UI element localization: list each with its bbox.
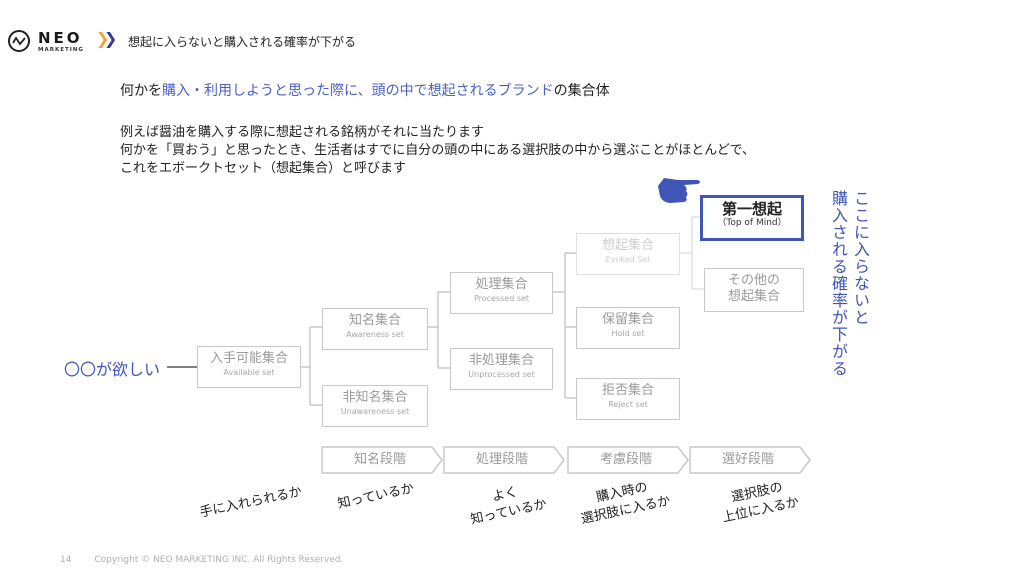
unawareness-set-en: Unawareness set: [340, 407, 410, 416]
chevron-right-icon: ❯: [104, 29, 118, 48]
brand-logo: NEO ❯ ❯ MARKETING: [8, 28, 118, 58]
awareness-set-label: 知名集合: [348, 313, 401, 328]
evoked-set-box: 想起集合 Evoked Set: [576, 233, 680, 275]
other-evoked-box: その他の 想起集合: [704, 268, 804, 312]
top-of-mind-box: 第一想起 （Top of Mind）: [700, 195, 804, 241]
stage-preference: 選好段階: [721, 452, 774, 467]
hold-set-box: 保留集合 Hold set: [576, 307, 680, 349]
reject-set-label: 拒否集合: [601, 383, 654, 398]
callout-line-1: ここに入らないと: [851, 190, 870, 326]
slide-header-title: 想起に入らないと購入される確率が下がる: [128, 35, 357, 49]
callout-line-2: 購入される確率が下がる: [829, 190, 848, 377]
chevron-right-icon: ❯: [96, 29, 110, 48]
processed-set-en: Processed set: [473, 294, 530, 303]
awareness-set-box: 知名集合 Awareness set: [322, 308, 428, 350]
footer: 14 Copyright © NEO MARKETING INC. All Ri…: [60, 555, 343, 565]
unprocessed-set-en: Unprocessed set: [468, 370, 535, 379]
want-label: 〇〇が欲しい: [64, 360, 161, 379]
reject-set-en: Reject set: [608, 400, 648, 409]
processed-set-label: 処理集合: [475, 277, 528, 292]
logo-sub: MARKETING: [38, 47, 84, 53]
logo-mark-icon: [8, 30, 30, 52]
copyright-text: Copyright © NEO MARKETING INC. All Right…: [94, 555, 344, 565]
lead-sentence: 何かを購入・利用しようと思った際に、頭の中で想起されるブランドの集合体: [120, 80, 610, 100]
description-text: 例えば醤油を購入する際に想起される銘柄がそれに当たります 何かを「買おう」と思っ…: [120, 125, 756, 176]
evoked-set-en: Evoked Set: [605, 255, 651, 264]
processed-set-box: 処理集合 Processed set: [450, 272, 553, 314]
callout-vertical: ここに入らないと 購入される確率が下がる: [828, 190, 872, 400]
lead-before: 何かを: [120, 83, 162, 99]
available-set-en: Available set: [223, 368, 275, 377]
other-evoked-label: その他の 想起集合: [727, 273, 780, 304]
top-of-mind-label: 第一想起: [721, 200, 782, 218]
reject-set-box: 拒否集合 Reject set: [576, 378, 680, 420]
lead-highlight: 購入・利用しようと思った際に、頭の中で想起されるブランド: [162, 83, 554, 99]
stage-processing: 処理段階: [475, 452, 528, 467]
page-number: 14: [60, 555, 72, 565]
hold-set-en: Hold set: [611, 329, 645, 338]
logo-word: NEO: [38, 29, 83, 47]
stage-consideration: 考慮段階: [599, 452, 652, 467]
hold-set-label: 保留集合: [601, 312, 654, 327]
pointing-hand-icon: [656, 174, 702, 212]
evoked-set-label: 想起集合: [601, 238, 654, 253]
unprocessed-set-label: 非処理集合: [468, 353, 534, 368]
unawareness-set-label: 非知名集合: [342, 390, 408, 405]
available-set-box: 入手可能集合 Available set: [197, 346, 301, 388]
unprocessed-set-box: 非処理集合 Unprocessed set: [450, 348, 553, 390]
unawareness-set-box: 非知名集合 Unawareness set: [322, 385, 428, 427]
awareness-set-en: Awareness set: [346, 330, 404, 339]
top-of-mind-en: （Top of Mind）: [717, 218, 787, 228]
lead-after: の集合体: [553, 83, 610, 99]
available-set-label: 入手可能集合: [209, 351, 288, 366]
stage-awareness: 知名段階: [353, 452, 406, 467]
